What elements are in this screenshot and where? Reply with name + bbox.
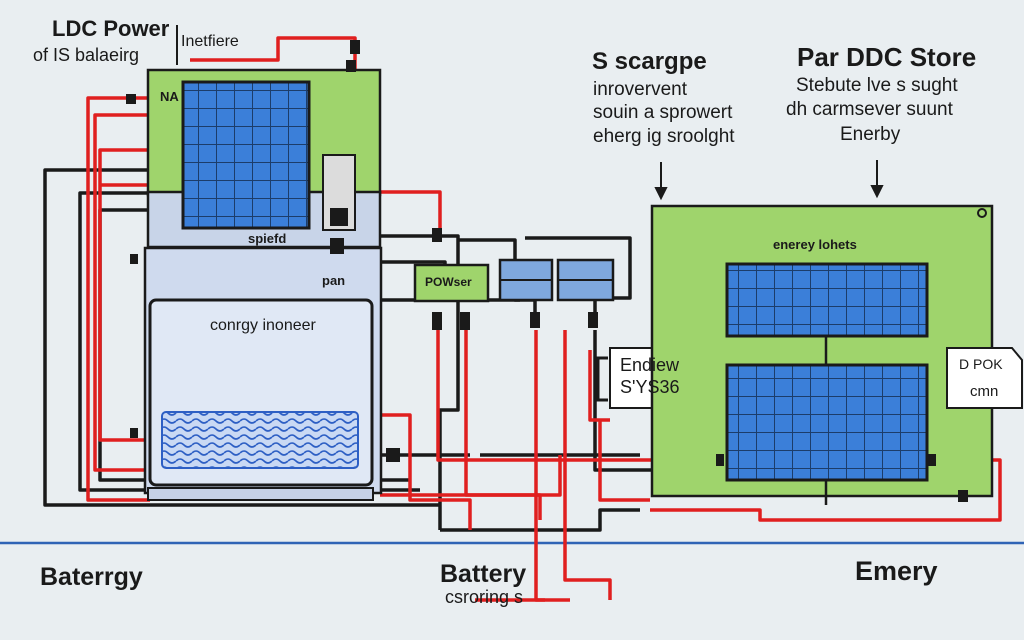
powser-label: POWser: [425, 275, 472, 289]
center-line2: souin a sprowert: [593, 102, 733, 123]
unit-spiefd-label: spiefd: [248, 231, 287, 246]
solar-panel-right-bottom: [725, 363, 929, 482]
unit-na-label: NA: [160, 89, 179, 104]
right-line1: Stebute lve s sught: [796, 75, 958, 96]
solar-panel-right-top: [725, 262, 929, 338]
bottom-center-sub: csroring s: [445, 587, 524, 607]
battery-cells-wave: [161, 411, 359, 469]
endiew-line1: Endiew: [620, 355, 680, 375]
endiew-line2: S'YS36: [620, 377, 680, 397]
right-title: Par DDC Store: [797, 42, 977, 72]
right-box-label: enerey lohets: [773, 237, 857, 252]
solar-panel-left: [181, 80, 311, 230]
bottom-right-label: Emery: [855, 556, 938, 586]
red-wires: [86, 36, 1002, 602]
bottom-center-label: Battery: [440, 560, 527, 588]
right-line2: dh carmsever suunt: [786, 99, 953, 120]
center-line3: eherg ig sroolght: [593, 126, 735, 147]
center-title: S scargpe: [592, 48, 707, 75]
right-line3: Enerby: [840, 124, 901, 145]
dpok-line2: cmn: [970, 383, 999, 400]
unit-pan-label: pan: [322, 273, 346, 288]
top-left-tag: Inetfiere: [181, 33, 239, 50]
powser-module: [413, 263, 490, 303]
top-left-subtitle: of IS balaeirg: [33, 45, 140, 65]
container-label: conrgy inoneer: [210, 317, 316, 334]
top-left-title: LDC Power: [52, 16, 170, 41]
center-line1: inrovervent: [593, 79, 687, 100]
bottom-left-label: Baterrgy: [40, 563, 143, 591]
dpok-box: [946, 347, 1023, 409]
dpok-line1: D POK: [959, 356, 1003, 372]
